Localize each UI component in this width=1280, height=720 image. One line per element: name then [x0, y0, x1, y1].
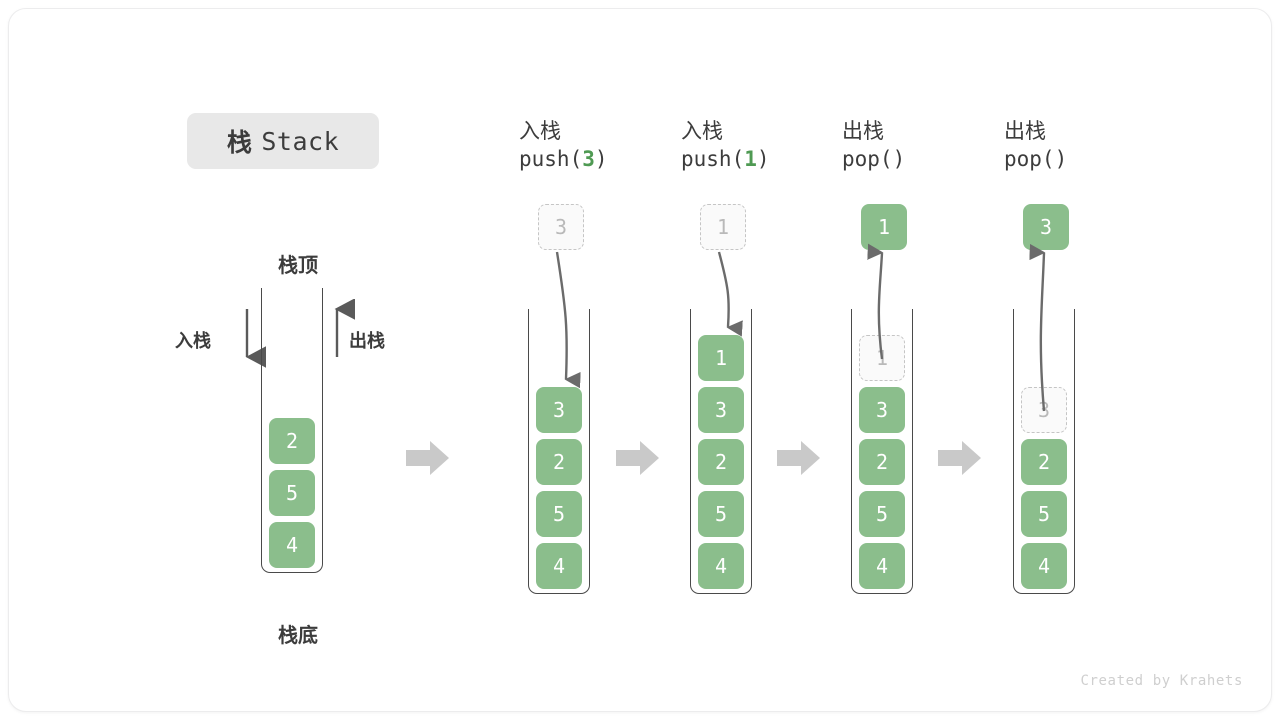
step-header-chinese: 入栈	[681, 120, 723, 143]
step-header: 入栈 push(1)	[681, 119, 821, 173]
step-header-code: push(3)	[519, 146, 659, 173]
stack-cell: 5	[1021, 491, 1067, 537]
stack-cell: 4	[269, 522, 315, 568]
push-motion-arrow	[555, 251, 581, 389]
step-arrow-4	[938, 441, 981, 475]
stack-cell-list: 4 5 2 3	[528, 381, 590, 589]
stack-cell: 5	[269, 470, 315, 516]
credit-text: Created by Krahets	[1080, 673, 1243, 689]
step-header-code: push(1)	[681, 146, 821, 173]
stack-state: 4 5 2 3	[528, 309, 590, 594]
step-arrow-2	[616, 441, 659, 475]
stack-cell: 2	[269, 418, 315, 464]
stack-walls	[528, 309, 590, 594]
stack-cell: 2	[1021, 439, 1067, 485]
code-prefix: pop(	[842, 146, 893, 171]
label-stack-top: 栈顶	[278, 255, 318, 277]
stack-cell: 2	[698, 439, 744, 485]
code-prefix: push(	[681, 146, 745, 171]
label-stack-bottom: 栈底	[278, 625, 318, 647]
step-header-chinese: 出栈	[1004, 120, 1046, 143]
stack-cell: 4	[536, 543, 582, 589]
step-header-chinese: 出栈	[842, 120, 884, 143]
stack-cell: 5	[698, 491, 744, 537]
stack-cell: 3	[536, 387, 582, 433]
stack-walls	[851, 309, 913, 594]
title-english: Stack	[261, 126, 340, 156]
step-header: 入栈 push(3)	[519, 119, 659, 173]
stack-cell: 5	[859, 491, 905, 537]
label-push-side: 入栈	[175, 331, 211, 351]
stack-cell: 2	[859, 439, 905, 485]
pending-value-box: 1	[700, 204, 746, 250]
code-argument: 1	[744, 146, 757, 171]
stack-cell: 3	[698, 387, 744, 433]
side-direction-arrows	[245, 299, 355, 368]
code-argument: 3	[582, 146, 595, 171]
stack-initial: 4 5 2	[261, 288, 323, 573]
stack-cell: 3	[859, 387, 905, 433]
stack-cell: 4	[859, 543, 905, 589]
step-header-code: pop()	[842, 146, 982, 173]
step-arrow-1	[406, 441, 449, 475]
stack-cell-list: 4 5 2 3 1	[690, 329, 752, 589]
pending-value-box: 3	[538, 204, 584, 250]
stack-walls	[261, 288, 323, 573]
stack-cell: 4	[1021, 543, 1067, 589]
pop-motion-arrow	[867, 243, 884, 360]
step-header: 出栈 pop()	[1004, 119, 1144, 173]
stack-cell: 5	[536, 491, 582, 537]
popped-value-box: 3	[1023, 204, 1069, 250]
stack-cell-list: 4 5 2	[261, 412, 323, 568]
label-pop-side: 出栈	[349, 331, 385, 351]
stack-cell: 1	[698, 335, 744, 381]
title-chinese: 栈	[226, 129, 253, 157]
pop-motion-arrow	[1029, 243, 1046, 412]
step-arrow-3	[777, 441, 820, 475]
code-prefix: push(	[519, 146, 583, 171]
code-suffix: )	[1054, 146, 1068, 171]
code-prefix: pop(	[1004, 146, 1055, 171]
step-header-code: pop()	[1004, 146, 1144, 173]
step-header: 出栈 pop()	[842, 119, 982, 173]
stack-walls	[690, 309, 752, 594]
popped-value-box: 1	[861, 204, 907, 250]
code-suffix: )	[756, 146, 770, 171]
code-suffix: )	[594, 146, 608, 171]
stack-walls	[1013, 309, 1075, 594]
code-suffix: )	[892, 146, 906, 171]
diagram-title-chip: 栈 Stack	[187, 113, 379, 169]
stack-cell: 4	[698, 543, 744, 589]
push-motion-arrow	[717, 251, 743, 337]
stack-cell: 2	[536, 439, 582, 485]
step-header-chinese: 入栈	[519, 120, 561, 143]
stack-state: 4 5 2 3 1	[690, 309, 752, 594]
